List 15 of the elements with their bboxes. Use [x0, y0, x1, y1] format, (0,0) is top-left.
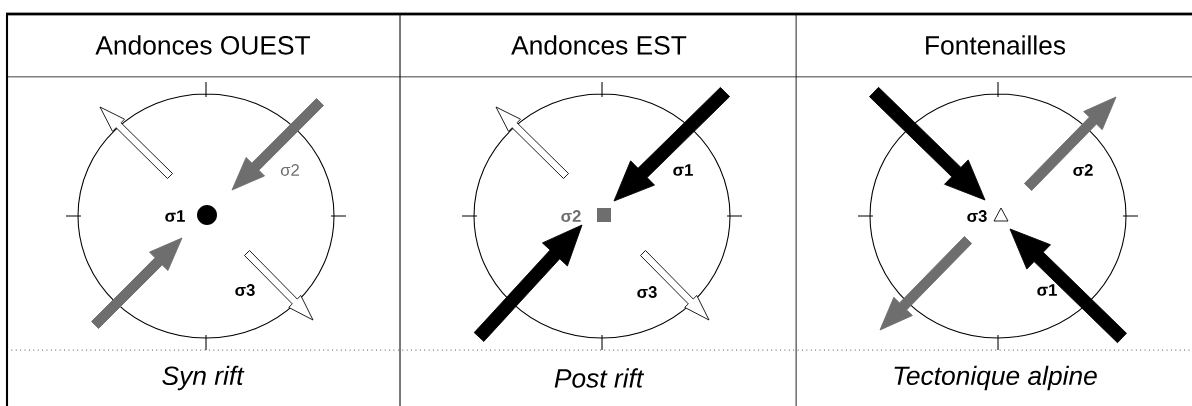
caption-text: Tectonique alpine — [894, 365, 1097, 391]
stress-label: σ2 — [280, 164, 299, 176]
stress-label: σ3 — [637, 286, 657, 298]
stress-label: σ1 — [673, 164, 693, 176]
stress-label: σ3 — [235, 284, 255, 296]
caption-text: Post rift — [554, 368, 645, 388]
stress-label: σ1 — [1037, 284, 1057, 296]
column-header: Fontenailles — [926, 35, 1066, 55]
stress-label: σ2 — [561, 210, 581, 222]
stress-label: σ1 — [165, 210, 185, 222]
caption-text: Syn rift — [162, 365, 245, 391]
column-header: Andonces EST — [511, 35, 687, 55]
stress-label: σ3 — [967, 210, 987, 222]
stress-label: σ2 — [1073, 164, 1093, 176]
column-header: Andonces OUEST — [95, 35, 310, 55]
